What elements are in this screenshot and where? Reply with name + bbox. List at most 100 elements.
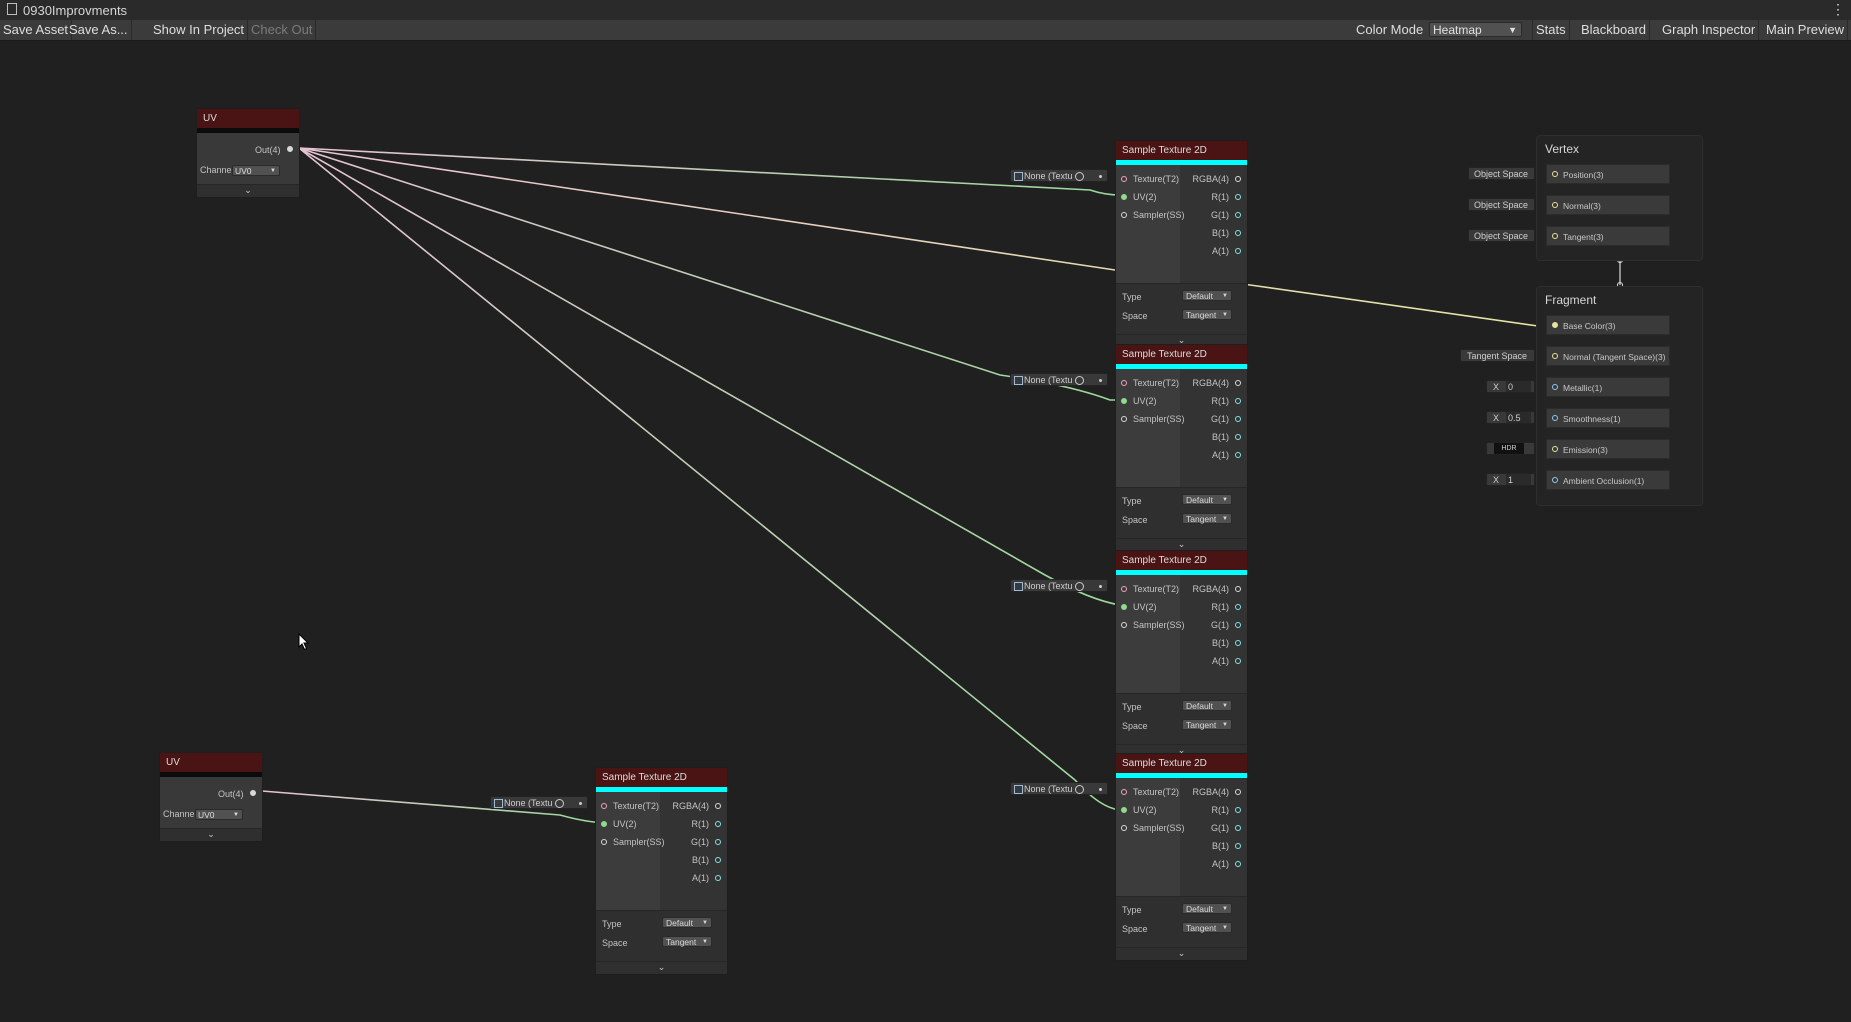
output-port[interactable] [1235,398,1241,404]
input-port[interactable] [1552,202,1558,208]
texture-input-field[interactable]: None (Textu [490,796,588,809]
space-dropdown[interactable]: Tangent▼ [1182,922,1232,933]
fragment-slot-emission[interactable]: Emission(3) [1546,439,1670,459]
input-port[interactable] [1121,622,1127,628]
expand-chevron-icon[interactable]: ⌄ [1116,538,1247,551]
input-port[interactable] [1121,416,1127,422]
expand-chevron-icon[interactable]: ⌄ [1116,334,1247,347]
uv-node[interactable]: UV Out(4) Channe UV0▼ ⌄ [196,108,300,198]
stats-button[interactable]: Stats [1532,20,1570,40]
input-port[interactable] [1121,176,1127,182]
uv-node[interactable]: UV Out(4) Channe UV0▼ ⌄ [159,752,263,842]
output-port[interactable] [1235,789,1241,795]
output-port[interactable] [1235,825,1241,831]
output-port[interactable] [1235,380,1241,386]
smoothness-value[interactable]: 0.5 [1506,412,1531,423]
vertex-context[interactable]: Vertex Position(3) Normal(3) Tangent(3) [1536,135,1703,261]
output-port[interactable] [715,875,721,881]
input-port[interactable] [1121,586,1127,592]
output-port[interactable] [715,857,721,863]
normal-tangent-space-field[interactable]: Tangent Space [1460,349,1535,362]
fragment-slot-ambient-occlusion[interactable]: Ambient Occlusion(1) [1546,470,1670,490]
input-port[interactable] [1552,322,1558,328]
input-port[interactable] [1121,604,1127,610]
texture-input-field[interactable]: None (Textu [1010,579,1108,592]
space-dropdown[interactable]: Tangent▼ [1182,309,1232,320]
save-as-button[interactable]: Save As... [66,20,132,40]
input-port[interactable] [1552,233,1558,239]
main-preview-button[interactable]: Main Preview [1763,20,1849,40]
output-port[interactable] [715,821,721,827]
channel-dropdown[interactable]: UV0▼ [195,809,243,820]
type-dropdown[interactable]: Default▼ [1182,290,1232,301]
input-port[interactable] [1121,807,1127,813]
emission-hdr-color[interactable]: HDR [1494,443,1524,454]
fragment-slot-base-color[interactable]: Base Color(3) [1546,315,1670,335]
space-dropdown[interactable]: Tangent▼ [1182,719,1232,730]
input-port[interactable] [1121,212,1127,218]
type-dropdown[interactable]: Default▼ [662,917,712,928]
output-port[interactable] [1235,843,1241,849]
output-port[interactable] [1235,212,1241,218]
show-in-project-button[interactable]: Show In Project [150,20,249,40]
type-dropdown[interactable]: Default▼ [1182,494,1232,505]
fragment-slot-metallic[interactable]: Metallic(1) [1546,377,1670,397]
output-port[interactable] [1235,640,1241,646]
output-port[interactable] [1235,194,1241,200]
vertex-slot-position[interactable]: Position(3) [1546,164,1670,184]
texture-input-field[interactable]: None (Textu [1010,169,1108,182]
object-picker-icon[interactable] [555,799,564,808]
input-port[interactable] [1552,353,1558,359]
output-port[interactable] [1235,604,1241,610]
output-port[interactable] [1235,586,1241,592]
output-port[interactable] [715,839,721,845]
input-port[interactable] [1121,398,1127,404]
output-port[interactable] [1235,658,1241,664]
save-asset-button[interactable]: Save Asset [0,20,73,40]
metallic-value[interactable]: 0 [1506,381,1531,392]
input-port[interactable] [1552,384,1558,390]
output-port[interactable] [1235,434,1241,440]
input-port[interactable] [1121,380,1127,386]
input-port[interactable] [1121,825,1127,831]
input-port[interactable] [1552,446,1558,452]
input-port[interactable] [1552,171,1558,177]
output-port[interactable] [1235,230,1241,236]
color-mode-dropdown[interactable]: Heatmap ▼ [1429,22,1522,37]
normal-space-field[interactable]: Object Space [1468,198,1535,211]
fragment-slot-smoothness[interactable]: Smoothness(1) [1546,408,1670,428]
input-port[interactable] [1121,789,1127,795]
blackboard-button[interactable]: Blackboard [1578,20,1651,40]
input-port[interactable] [601,821,607,827]
emission-field[interactable]: HDR [1486,442,1535,455]
expand-chevron-icon[interactable]: ⌄ [596,961,727,974]
input-port[interactable] [1552,477,1558,483]
object-picker-icon[interactable] [1075,172,1084,181]
graph-inspector-button[interactable]: Graph Inspector [1659,20,1760,40]
type-dropdown[interactable]: Default▼ [1182,903,1232,914]
output-port[interactable] [1235,622,1241,628]
uv-output-port[interactable] [287,146,293,152]
expand-chevron-icon[interactable]: ⌄ [197,184,299,197]
output-port[interactable] [1235,807,1241,813]
input-port[interactable] [601,803,607,809]
channel-dropdown[interactable]: UV0▼ [232,165,280,176]
space-dropdown[interactable]: Tangent▼ [1182,513,1232,524]
check-out-button[interactable]: Check Out [248,20,317,40]
expand-chevron-icon[interactable]: ⌄ [1116,947,1247,960]
position-space-field[interactable]: Object Space [1468,167,1535,180]
fragment-slot-normal[interactable]: Normal (Tangent Space)(3) [1546,346,1670,366]
vertex-slot-tangent[interactable]: Tangent(3) [1546,226,1670,246]
input-port[interactable] [1552,415,1558,421]
type-dropdown[interactable]: Default▼ [1182,700,1232,711]
input-port[interactable] [1121,194,1127,200]
window-menu-icon[interactable]: ⋮ [1831,1,1845,17]
ambient-occlusion-value[interactable]: 1 [1506,474,1531,485]
